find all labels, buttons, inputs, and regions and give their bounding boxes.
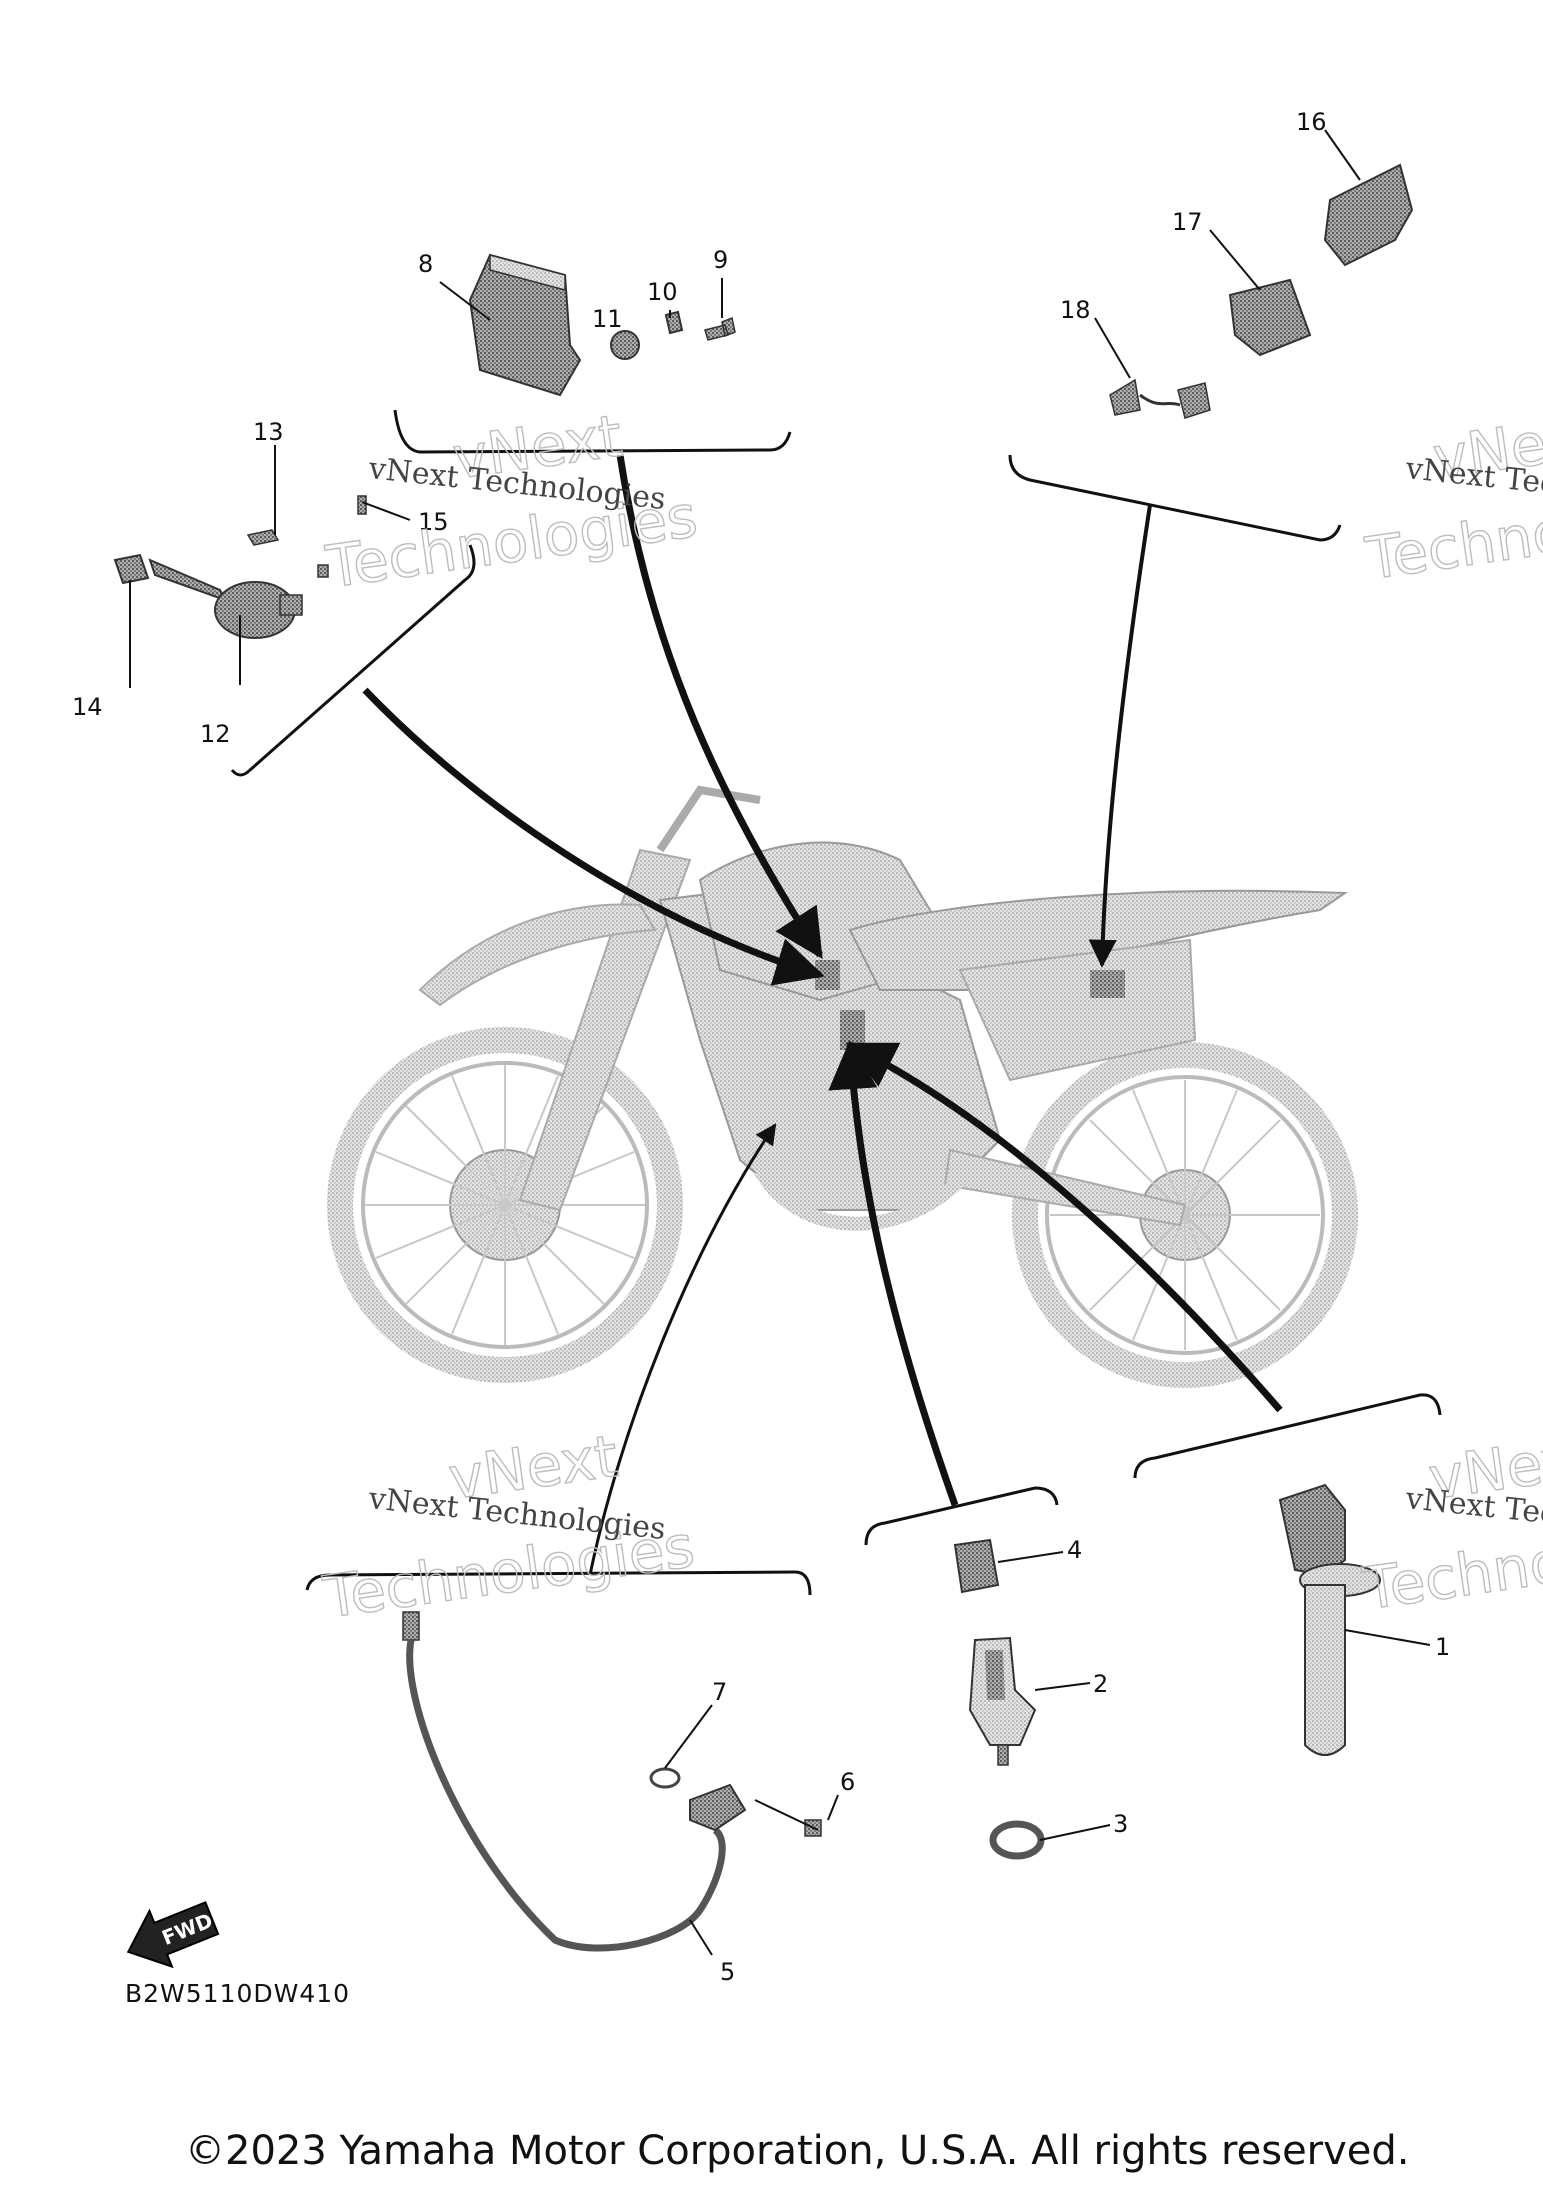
diagram-code: B2W5110DW410 bbox=[125, 1979, 350, 2008]
label-10: 10 bbox=[647, 278, 678, 306]
label-11: 11 bbox=[592, 305, 623, 333]
swingarm bbox=[943, 1148, 1187, 1227]
label-18: 18 bbox=[1060, 296, 1091, 324]
leader-main-switch bbox=[362, 687, 825, 986]
motorcycle-illustration bbox=[327, 785, 1358, 1388]
label-1: 1 bbox=[1435, 1633, 1450, 1661]
label-2: 2 bbox=[1093, 1670, 1108, 1698]
part-connector bbox=[1109, 378, 1211, 419]
label-7: 7 bbox=[712, 1678, 727, 1706]
part-washer bbox=[989, 1820, 1045, 1860]
leader-accessories bbox=[1088, 504, 1152, 968]
rear-wheel bbox=[1012, 1042, 1358, 1388]
part-o-ring bbox=[649, 1767, 681, 1789]
front-fork bbox=[518, 848, 692, 1212]
label-9: 9 bbox=[713, 246, 728, 274]
part-collar bbox=[664, 310, 684, 335]
fwd-arrow-icon: FWD bbox=[126, 1901, 220, 1969]
leader-harness bbox=[588, 1123, 777, 1576]
part-module-16 bbox=[1323, 163, 1414, 267]
exhaust bbox=[753, 1166, 965, 1231]
part-number-labels: 1 2 3 4 5 6 7 8 9 10 11 12 13 14 15 16 1… bbox=[72, 108, 1450, 1986]
handlebar bbox=[656, 785, 761, 853]
label-16: 16 bbox=[1296, 108, 1327, 136]
part-main-switch bbox=[148, 558, 303, 639]
front-fender bbox=[418, 903, 657, 1007]
bracket-throttle bbox=[1133, 1393, 1442, 1479]
part-grommet bbox=[610, 330, 640, 360]
part-cap bbox=[113, 553, 150, 585]
label-13: 13 bbox=[253, 418, 284, 446]
part-relay bbox=[1228, 278, 1312, 357]
front-wheel bbox=[327, 1027, 683, 1383]
part-harness bbox=[402, 1611, 747, 1952]
label-17: 17 bbox=[1172, 208, 1203, 236]
part-bolt bbox=[704, 316, 736, 341]
label-15: 15 bbox=[418, 508, 449, 536]
label-14: 14 bbox=[72, 693, 103, 721]
label-8: 8 bbox=[418, 250, 433, 278]
part-bracket bbox=[246, 529, 280, 546]
part-throttle-grip bbox=[1278, 1483, 1381, 1756]
bracket-main-switch bbox=[230, 544, 476, 777]
leader-ecu bbox=[616, 454, 823, 960]
part-sensor-cap bbox=[953, 1538, 1000, 1594]
bracket-ecu-accessories bbox=[1008, 454, 1342, 542]
leader-throttle bbox=[845, 1041, 1283, 1413]
bracket-ecu bbox=[393, 409, 792, 454]
leader-sensor bbox=[828, 1040, 959, 1507]
part-screws bbox=[317, 495, 367, 578]
bracket-harness bbox=[305, 1570, 812, 1596]
leader-curves bbox=[362, 454, 1283, 1576]
number-leaders bbox=[129, 129, 1431, 1956]
label-5: 5 bbox=[720, 1958, 735, 1986]
label-12: 12 bbox=[200, 720, 231, 748]
copyright-notice: ©2023 Yamaha Motor Corporation, U.S.A. A… bbox=[185, 2128, 1410, 2174]
label-4: 4 bbox=[1067, 1536, 1082, 1564]
part-ecu bbox=[468, 253, 582, 397]
bracket-sensor bbox=[864, 1486, 1059, 1546]
part-temp-sensor bbox=[968, 1636, 1037, 1766]
label-3: 3 bbox=[1113, 1810, 1128, 1838]
bike-component-spot bbox=[1090, 970, 1125, 998]
callout-brackets bbox=[230, 409, 1442, 1596]
label-6: 6 bbox=[840, 1768, 855, 1796]
